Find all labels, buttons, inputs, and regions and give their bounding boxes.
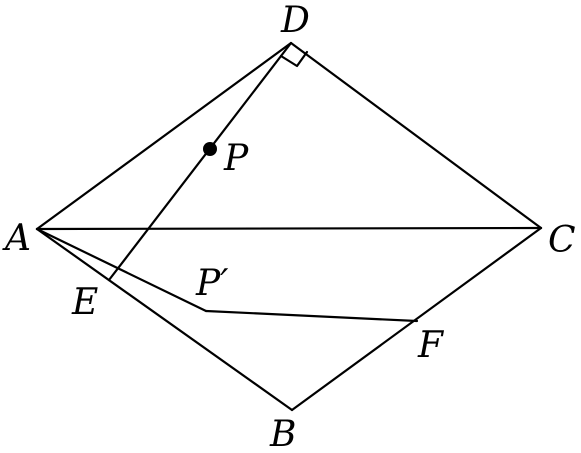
point-P-dot — [203, 142, 217, 156]
segment-AB — [35, 227, 294, 412]
label-E: E — [71, 282, 98, 323]
label-D: D — [280, 0, 310, 41]
label-A: A — [2, 218, 31, 259]
label-P-prime: P′ — [195, 263, 228, 304]
segment-P-prime-F — [204, 309, 419, 323]
label-C: C — [548, 220, 576, 261]
segment-DE — [107, 41, 293, 282]
segment-BC — [290, 226, 543, 412]
label-F: F — [417, 325, 445, 366]
segment-AC — [35, 226, 543, 231]
label-P: P — [223, 138, 249, 179]
label-B: B — [269, 414, 296, 453]
right-angle-marker — [279, 50, 309, 68]
segment-DC — [289, 41, 543, 230]
segment-AD — [35, 41, 293, 231]
segment-AP-prime — [35, 227, 208, 313]
